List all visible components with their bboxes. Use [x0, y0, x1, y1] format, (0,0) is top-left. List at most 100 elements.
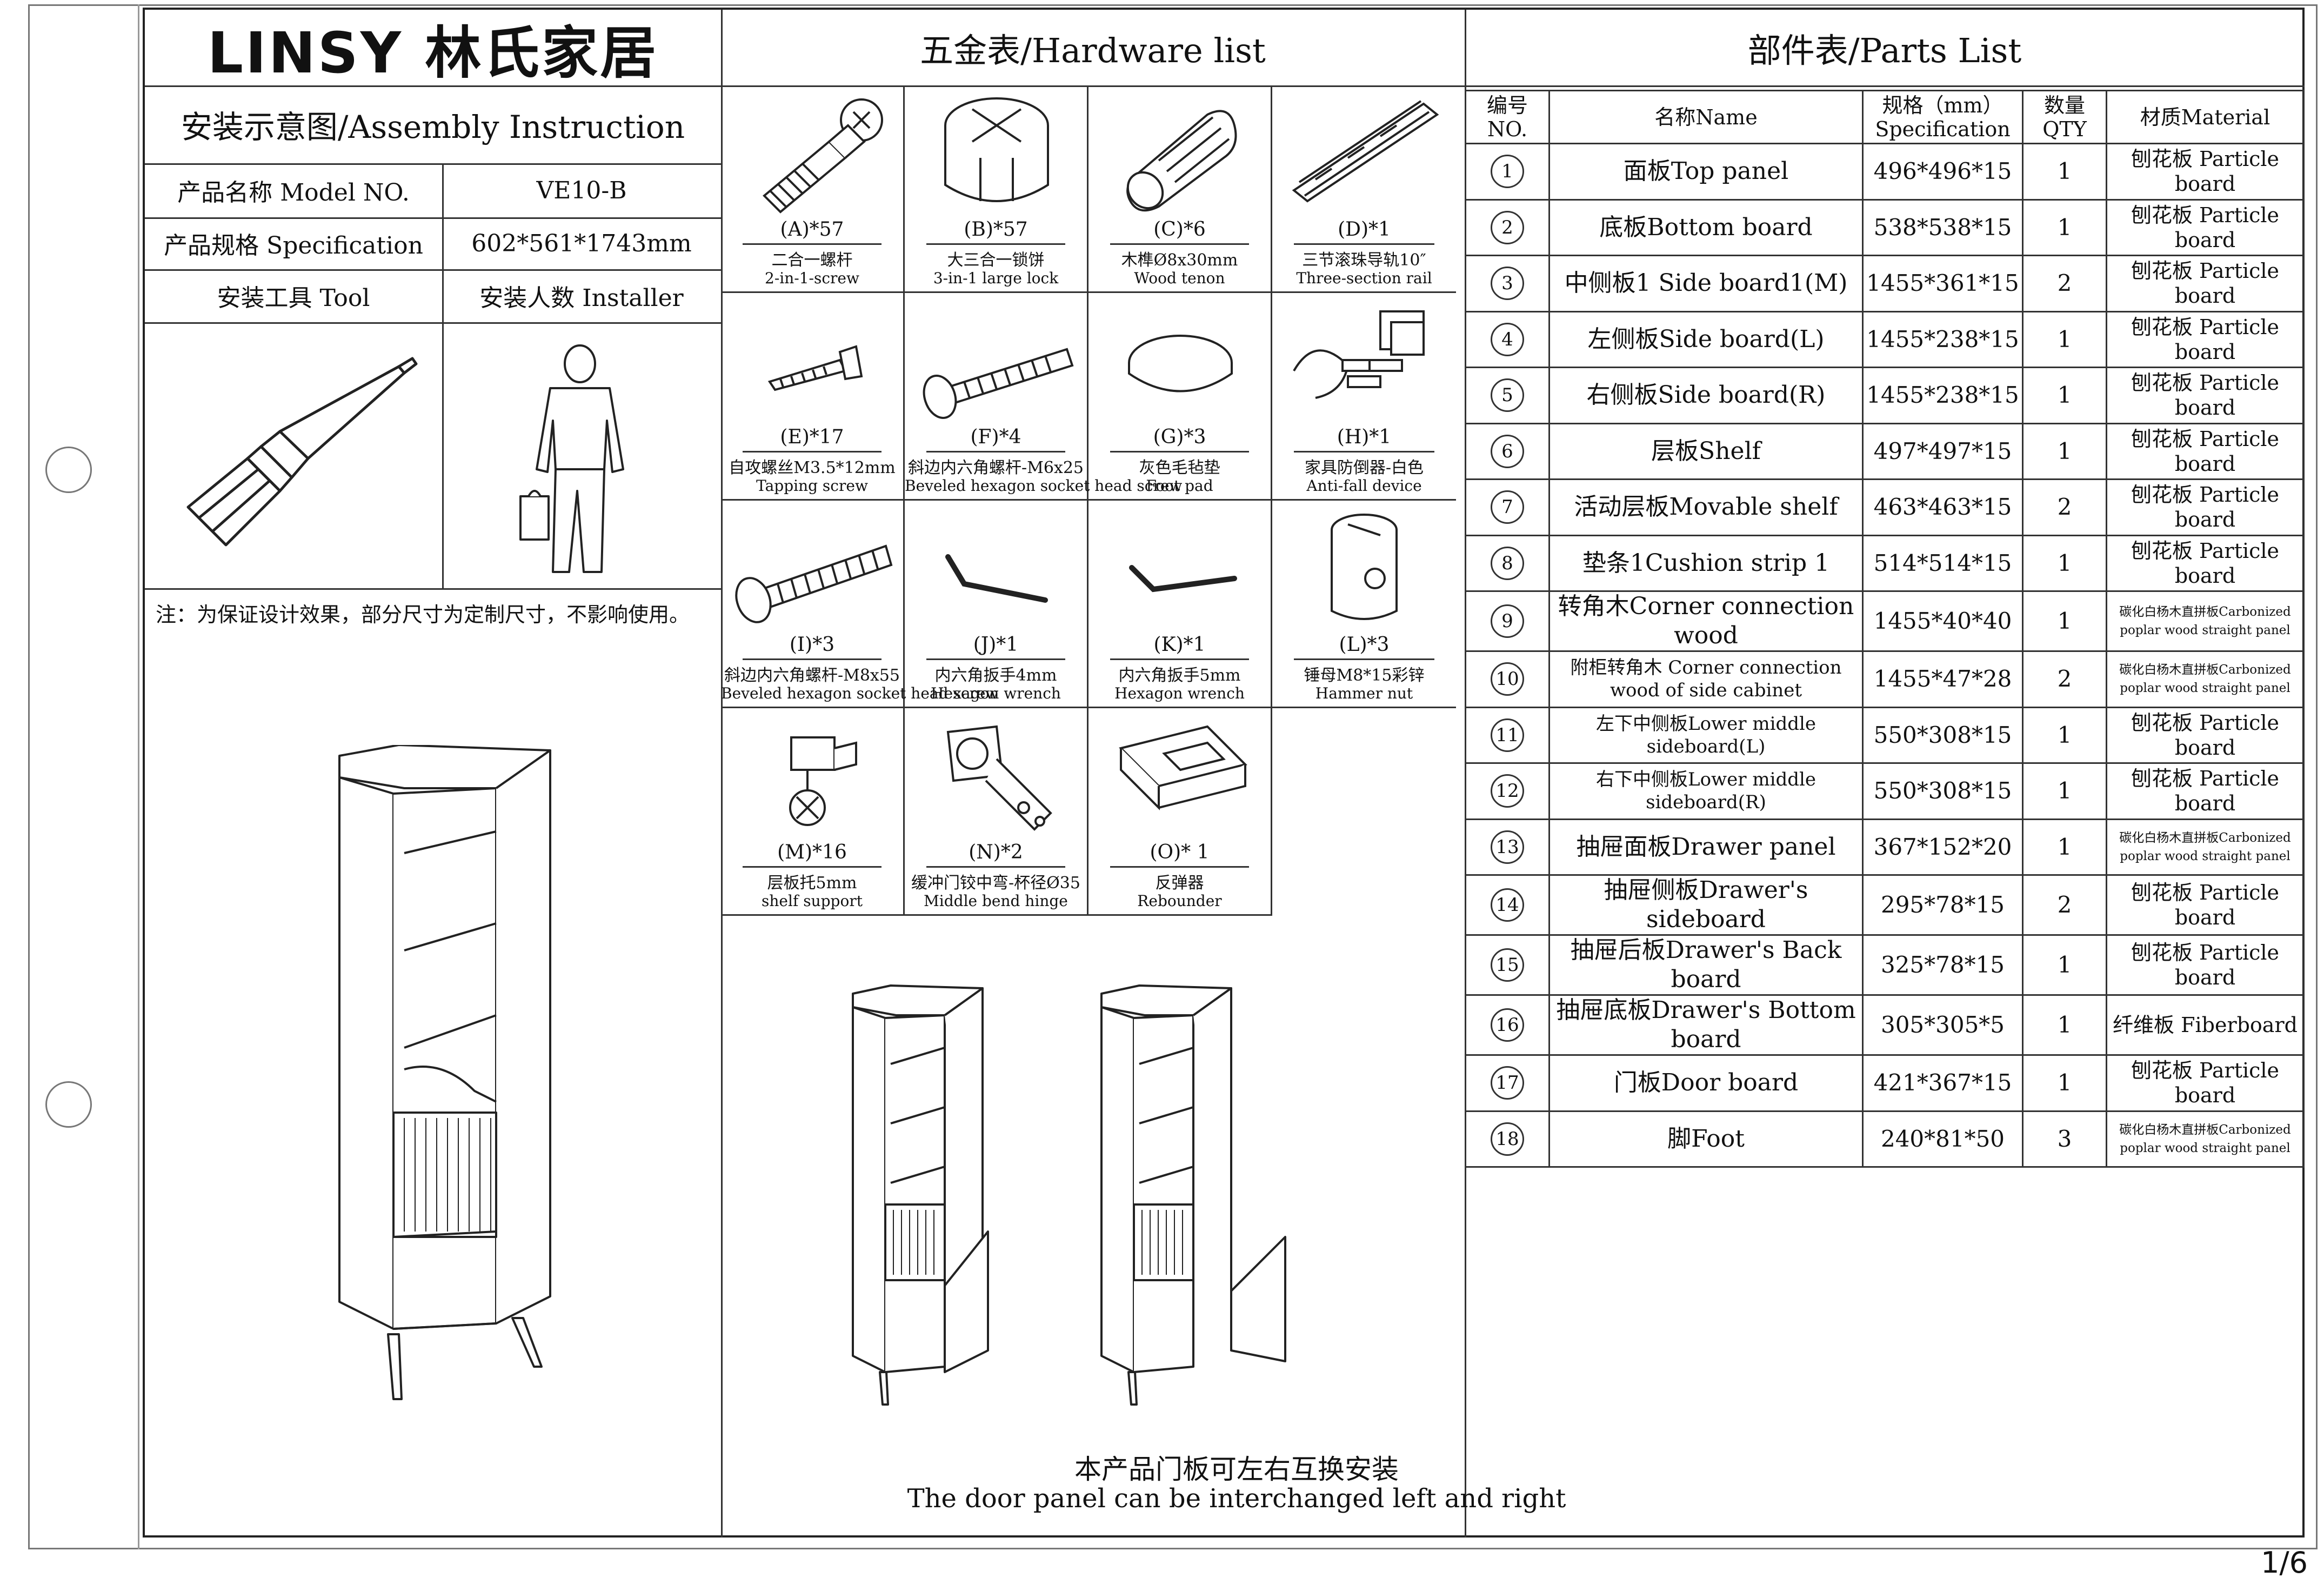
anti-tip-icon [1293, 310, 1425, 399]
part-qty: 2 [2022, 650, 2107, 708]
part-name: 附柜转角木 Corner connection wood of side cab… [1548, 650, 1864, 708]
part-material: 碳化白杨木直拼板Carbonized poplar wood straight … [2106, 650, 2305, 708]
part-material: 刨花板 Particle board [2106, 367, 2305, 424]
part-qty: 3 [2022, 1110, 2107, 1168]
col-header-no: 编号NO. [1465, 90, 1550, 144]
barrel-nut-icon [1331, 514, 1398, 620]
custom-size-note: 注：为保证设计效果，部分尺寸为定制尺寸，不影响使用。 [156, 603, 690, 627]
part-material: 刨花板 Particle board [2106, 422, 2305, 480]
part-name: 左下中侧板Lower middle sideboard(L) [1548, 706, 1864, 764]
model-value: VE10-B [536, 176, 627, 204]
part-name: 门板Door board [1548, 1054, 1864, 1112]
tapping-screw-icon [767, 345, 863, 391]
part-material: 碳化白杨木直拼板Carbonized poplar wood straight … [2106, 818, 2305, 876]
instruction-sheet: LINSY 林氏家居 五金表/Hardware list 部件表/Parts L… [143, 8, 2305, 1538]
sheet-border [28, 4, 2318, 1549]
part-number: 10 [1465, 650, 1550, 708]
part-number: 3 [1465, 255, 1550, 312]
specification-label: 产品规格 Specification [164, 232, 423, 259]
parts-header-row: 编号NO. 名称Name 规格（mm）Specification 数量QTY 材… [1465, 90, 2305, 144]
part-qty: 1 [2022, 143, 2107, 201]
part-number: 14 [1465, 874, 1550, 936]
felt-pad-icon [1128, 335, 1233, 392]
part-number: 18 [1465, 1110, 1550, 1168]
door-note-zh: 本产品门板可左右互换安装 [1074, 1454, 1399, 1485]
part-spec: 550*308*15 [1862, 762, 2024, 820]
part-material: 刨花板 Particle board [2106, 762, 2305, 820]
page-number: 1/6 [2261, 1546, 2308, 1580]
part-material: 刨花板 Particle board [2106, 143, 2305, 201]
part-number: 4 [1465, 310, 1550, 368]
part-name: 抽屉侧板Drawer's sideboard [1548, 874, 1864, 936]
part-material: 刨花板 Particle board [2106, 478, 2305, 536]
part-qty: 1 [2022, 422, 2107, 480]
installer-label: 安装人数 Installer [479, 284, 684, 312]
hinge-icon [946, 725, 1052, 831]
part-number: 7 [1465, 478, 1550, 536]
part-number: 16 [1465, 994, 1550, 1056]
brand-logo: LINSY 林氏家居 [207, 19, 659, 86]
cam-lock-icon [944, 97, 1049, 202]
part-spec: 514*514*15 [1862, 534, 2024, 592]
part-number: 8 [1465, 534, 1550, 592]
part-number: 6 [1465, 422, 1550, 480]
part-spec: 367*152*20 [1862, 818, 2024, 876]
part-material: 刨花板 Particle board [2106, 706, 2305, 764]
part-spec: 305*305*5 [1862, 994, 2024, 1056]
divider-spec [145, 269, 721, 271]
col-header-material: 材质Material [2106, 90, 2305, 144]
assembly-instruction-title: 安装示意图/Assembly Instruction [181, 109, 685, 145]
long-hex-screw-icon [735, 544, 893, 623]
part-number: 9 [1465, 590, 1550, 652]
part-name: 抽屉面板Drawer panel [1548, 818, 1864, 876]
rebounder-icon [1119, 725, 1247, 810]
part-qty: 1 [2022, 367, 2107, 424]
part-material: 碳化白杨木直拼板Carbonized poplar wood straight … [2106, 590, 2305, 652]
divider-tool [145, 322, 721, 324]
part-spec: 1455*238*15 [1862, 367, 2024, 424]
part-spec: 1455*40*40 [1862, 590, 2024, 652]
model-label: 产品名称 Model NO. [177, 179, 410, 207]
part-name: 中侧板1 Side board1(M) [1548, 255, 1864, 312]
part-material: 纤维板 Fiberboard [2106, 994, 2305, 1056]
part-qty: 1 [2022, 762, 2107, 820]
punch-hole-top [45, 447, 92, 493]
part-material: 刨花板 Particle board [2106, 934, 2305, 996]
installer-person-icon [519, 344, 624, 573]
part-spec: 240*81*50 [1862, 1110, 2024, 1168]
part-material: 刨花板 Particle board [2106, 534, 2305, 592]
part-name: 抽屉后板Drawer's Back board [1548, 934, 1864, 996]
part-qty: 1 [2022, 706, 2107, 764]
part-name: 右侧板Side board(R) [1548, 367, 1864, 424]
part-name: 层板Shelf [1548, 422, 1864, 480]
part-material: 刨花板 Particle board [2106, 198, 2305, 256]
cabinet-door-right-open-illustration [852, 984, 989, 1406]
parts-list-table: 编号NO. 名称Name 规格（mm）Specification 数量QTY 材… [1465, 90, 2305, 1168]
door-note-en: The door panel can be interchanged left … [907, 1483, 1566, 1514]
wood-dowel-icon [1126, 110, 1237, 212]
part-number: 2 [1465, 198, 1550, 256]
part-spec: 421*367*15 [1862, 1054, 2024, 1112]
divider-assembly [145, 163, 721, 165]
part-name: 抽屉底板Drawer's Bottom board [1548, 994, 1864, 1056]
part-qty: 1 [2022, 934, 2107, 996]
part-spec: 463*463*15 [1862, 478, 2024, 536]
part-spec: 496*496*15 [1862, 143, 2024, 201]
part-number: 12 [1465, 762, 1550, 820]
